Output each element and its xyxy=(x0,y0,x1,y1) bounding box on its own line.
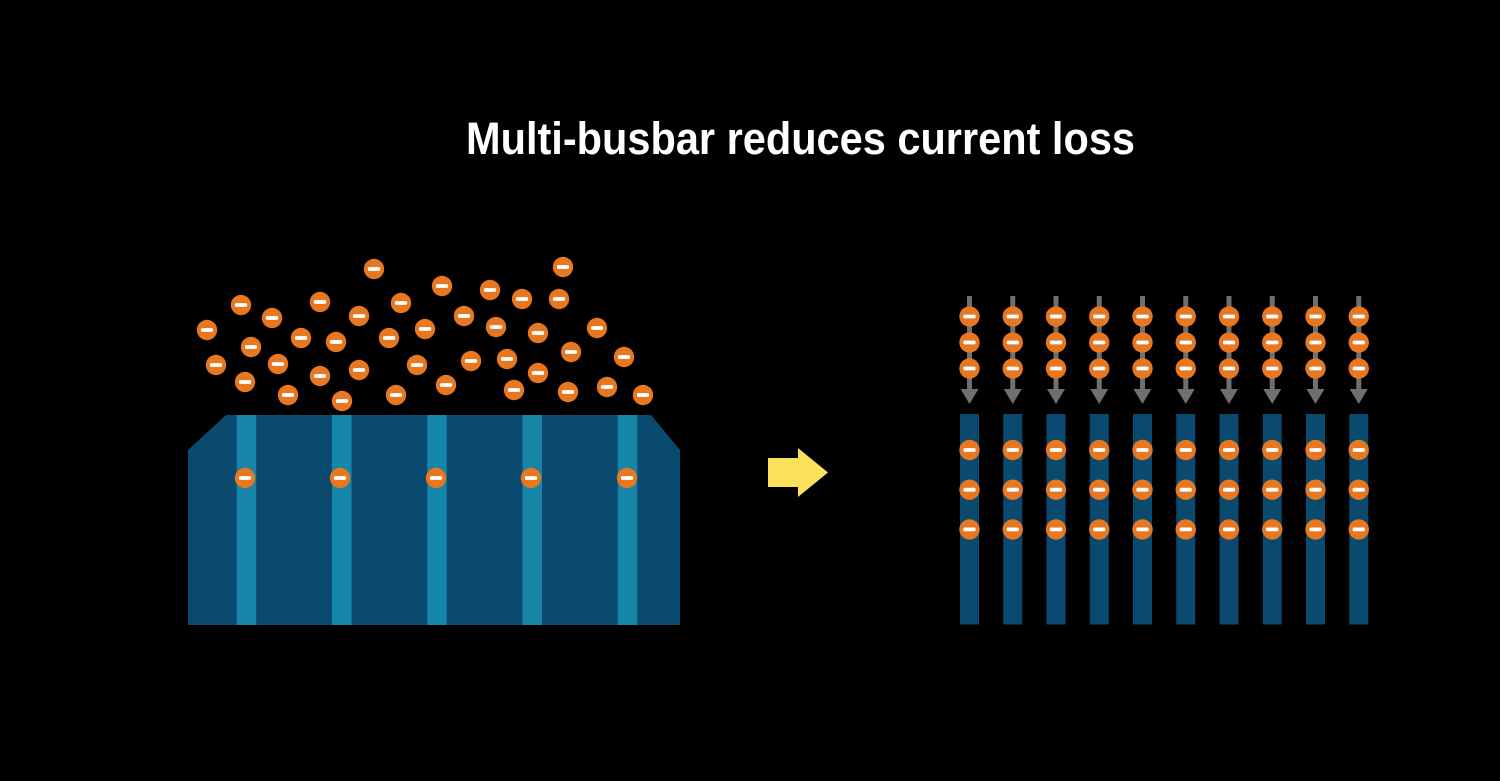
svg-text:Multi-busbar reduces current l: Multi-busbar reduces current loss xyxy=(466,113,1135,164)
